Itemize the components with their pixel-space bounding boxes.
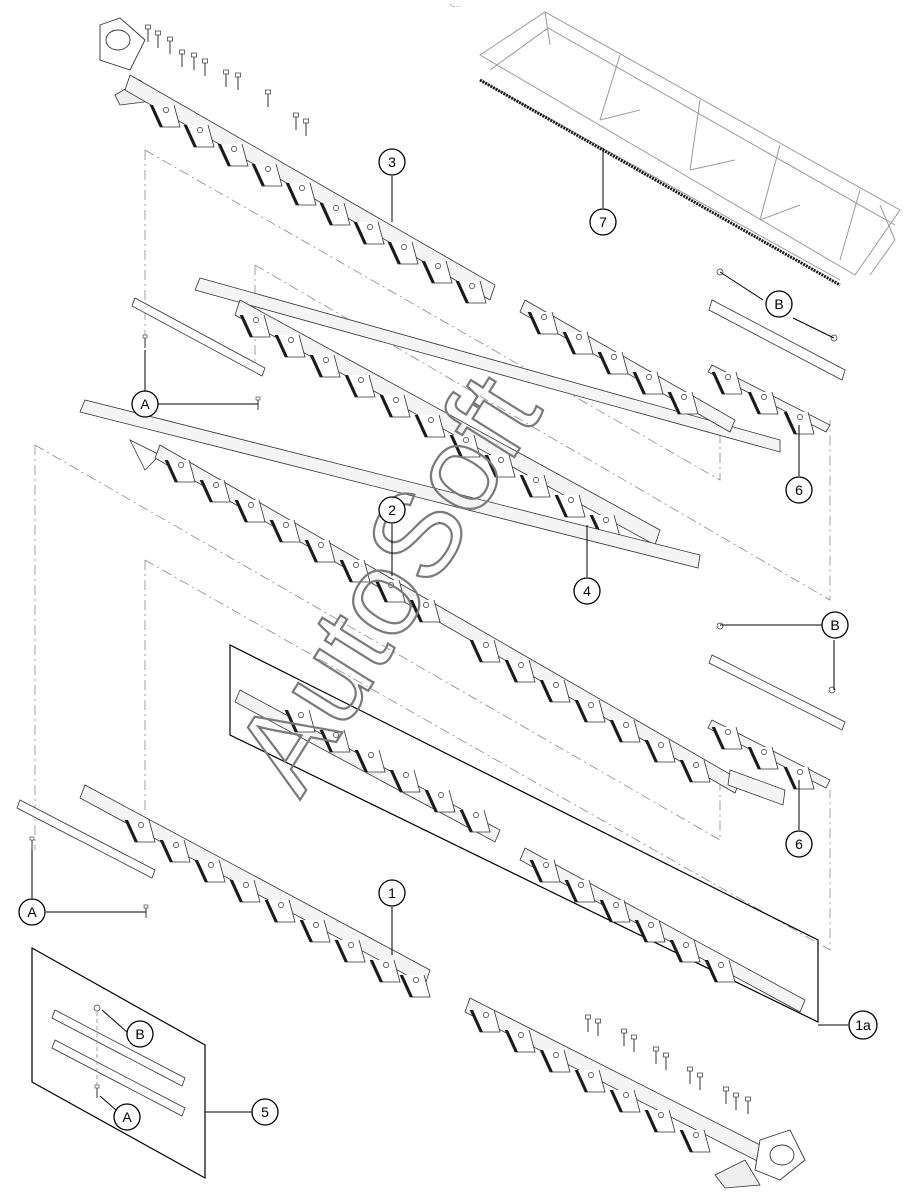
ledger-plate-upper — [131, 297, 266, 411]
knife-back-plate-upper — [707, 299, 846, 435]
kit-5-frame — [31, 946, 206, 1180]
callout-b-upper: B — [765, 290, 793, 318]
header-frame — [479, 11, 901, 281]
kit-1a-knives — [234, 689, 806, 1013]
top-mark: °– ··· — [450, 4, 461, 10]
svg-text:B: B — [135, 1026, 144, 1042]
callout-7: 7 — [589, 208, 617, 236]
kit-5-plates — [51, 1004, 186, 1117]
callout-a-upper: A — [131, 390, 159, 418]
callout-a-kit: A — [113, 1103, 141, 1131]
svg-text:A: A — [122, 1109, 132, 1125]
watermark: AutoSoft — [208, 352, 566, 813]
callout-a-lower: A — [18, 898, 46, 926]
svg-text:A: A — [27, 904, 37, 920]
knife-lower — [79, 784, 431, 998]
dashed-leaders — [34, 149, 831, 951]
svg-text:5: 5 — [261, 1104, 269, 1120]
knife-back-plate-lower — [707, 654, 846, 806]
knife-left-end — [464, 997, 806, 1189]
cutter-bar-assembly — [479, 78, 841, 287]
ledger-plate-lower — [16, 799, 156, 919]
knife-upper-right-short — [519, 299, 736, 433]
svg-text:6: 6 — [795, 836, 803, 852]
callout-5: 5 — [251, 1098, 279, 1126]
callout-b-kit: B — [126, 1020, 154, 1048]
svg-text:7: 7 — [599, 214, 607, 230]
svg-text:2: 2 — [388, 502, 396, 518]
callout-4: 4 — [573, 577, 601, 605]
svg-text:3: 3 — [388, 154, 396, 170]
callout-b-lower: B — [821, 611, 849, 639]
svg-text:A: A — [140, 396, 150, 412]
callout-1a: 1a — [848, 1010, 878, 1040]
nut-b-lower — [716, 622, 836, 694]
callout-1: 1 — [378, 879, 406, 907]
callout-3: 3 — [378, 148, 406, 176]
callout-6-lower: 6 — [785, 830, 813, 858]
kit-1a-frame — [229, 644, 819, 1023]
svg-text:6: 6 — [795, 482, 803, 498]
kit-a-leader — [99, 1095, 117, 1111]
svg-text:B: B — [830, 617, 839, 633]
callout-leaders — [31, 148, 848, 1113]
callout-2: 2 — [378, 496, 406, 524]
callout-6-upper: 6 — [785, 476, 813, 504]
svg-text:4: 4 — [583, 583, 591, 599]
knife-right-end — [99, 17, 496, 304]
svg-text:1: 1 — [388, 885, 396, 901]
svg-text:B: B — [774, 296, 783, 312]
svg-text:1a: 1a — [855, 1017, 871, 1033]
knife-middle — [79, 399, 741, 794]
